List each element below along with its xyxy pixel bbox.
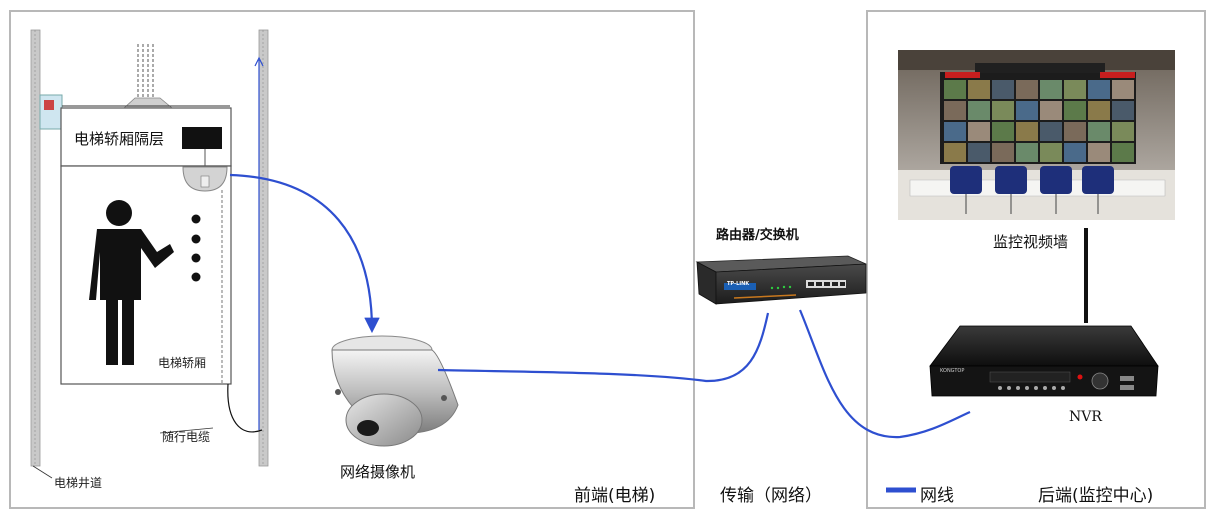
switch-icon <box>695 255 867 305</box>
video-wall-tile <box>1016 122 1038 141</box>
video-wall-tile <box>1088 122 1110 141</box>
video-wall-tile <box>968 80 990 99</box>
shaft-leader <box>32 465 53 479</box>
switch-brand: TP-LINK <box>727 281 750 287</box>
network-cable-cabin-to-camera <box>229 173 380 334</box>
video-wall-tile <box>968 143 990 162</box>
video-wall-tile <box>1112 122 1134 141</box>
control-box-indicator <box>44 100 54 110</box>
nvr-brand: KONGTOP <box>940 368 965 374</box>
elevator-cabin <box>60 165 232 385</box>
video-wall-image <box>898 50 1175 220</box>
video-wall-tile <box>1112 101 1134 120</box>
video-wall-tile <box>944 80 966 99</box>
video-wall-tile <box>1112 143 1134 162</box>
video-wall-tile <box>1088 101 1110 120</box>
shaft-cable-arrow <box>254 56 264 67</box>
video-wall-tile <box>944 143 966 162</box>
travel-cable-label: 随行电缆 <box>162 430 211 444</box>
elevator-shaft <box>30 29 269 467</box>
video-wall-tile <box>1112 80 1134 99</box>
network-cable-switch-to-nvr <box>798 309 971 439</box>
video-wall-tile <box>1040 101 1062 120</box>
video-wall-tile <box>1064 80 1086 99</box>
video-wall-tile <box>1088 143 1110 162</box>
video-wall-tile <box>1064 143 1086 162</box>
video-wall-tile <box>1088 80 1110 99</box>
cabin-layer-device <box>182 127 222 149</box>
video-wall-tile <box>1040 122 1062 141</box>
person-icon <box>89 200 174 365</box>
video-wall-tile <box>944 101 966 120</box>
video-wall-tile <box>1016 80 1038 99</box>
video-wall-label: 监控视频墙 <box>993 233 1069 251</box>
video-wall-tile <box>944 122 966 141</box>
transmission-section-label: 传输（网络） <box>720 486 822 506</box>
video-wall-tile <box>992 122 1014 141</box>
shaft-label: 电梯井道 <box>54 476 103 490</box>
back-section-frame <box>866 10 1206 509</box>
network-cable-camera-to-switch <box>437 312 770 383</box>
back-section-label: 后端(监控中心) <box>1038 486 1154 506</box>
cabin-layer-label: 电梯轿厢隔层 <box>74 130 165 148</box>
video-wall-tile <box>968 122 990 141</box>
video-wall-tile <box>1064 101 1086 120</box>
front-section-frame <box>9 10 695 509</box>
travel-cable-leader <box>159 427 214 434</box>
call-buttons <box>191 214 201 282</box>
video-wall-tile <box>1016 143 1038 162</box>
video-wall-tile <box>992 80 1014 99</box>
video-wall-tile <box>1040 80 1062 99</box>
nvr-icon <box>929 325 1159 397</box>
cabin-camera-lens <box>200 175 210 188</box>
video-wall-tile <box>992 101 1014 120</box>
video-wall-tile <box>968 101 990 120</box>
front-section-label: 前端(电梯) <box>574 486 656 506</box>
network-camera-icon <box>331 335 459 447</box>
camera-label: 网络摄像机 <box>340 463 416 481</box>
video-wall-tile <box>992 143 1014 162</box>
video-wall-tile <box>1064 122 1086 141</box>
cabin-label: 电梯轿厢 <box>158 356 207 370</box>
nvr-label: NVR <box>1069 409 1102 425</box>
hoist-cables <box>137 44 154 100</box>
legend-cable-label: 网线 <box>920 486 954 506</box>
video-wall-tile <box>1016 101 1038 120</box>
switch-label: 路由器/交换机 <box>716 228 799 243</box>
travel-cable <box>227 383 263 433</box>
video-wall-tile <box>1040 143 1062 162</box>
